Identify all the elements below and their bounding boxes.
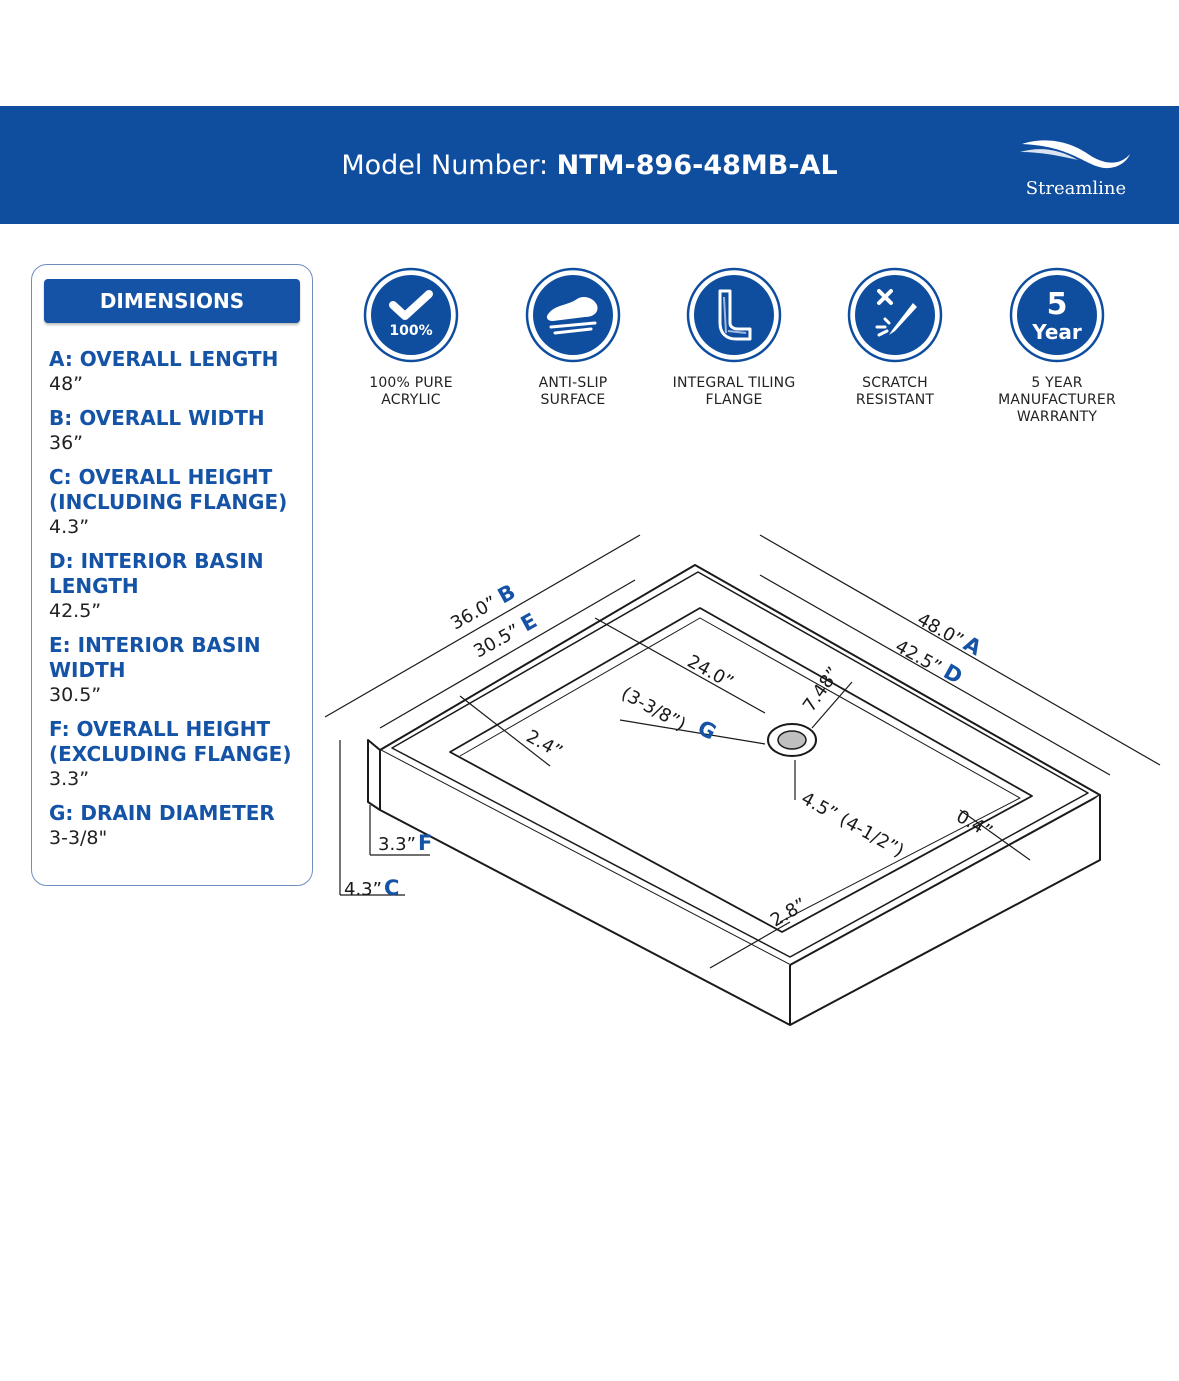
dim-line-g [619, 719, 766, 745]
dimension-item: D: INTERIOR BASIN LENGTH 42.5” [49, 549, 309, 624]
dim-line-b [324, 534, 641, 718]
interior-basin-inner [459, 617, 1021, 923]
dimension-item: B: OVERALL WIDTH 36” [49, 406, 309, 456]
feature-label: INTEGRAL TILING FLANGE [672, 375, 796, 408]
dimensions-list: A: OVERALL LENGTH 48” B: OVERALL WIDTH 3… [49, 347, 309, 860]
tiling-flange-icon [686, 267, 782, 363]
dim-line-24 [594, 617, 766, 714]
brand-logo: Streamline [1016, 132, 1136, 212]
model-number: Model Number: NTM-896-48MB-AL [0, 150, 1179, 181]
dimension-label: A: OVERALL LENGTH [49, 347, 279, 371]
feature-anti-slip: ANTI-SLIP SURFACE [488, 267, 658, 409]
brand-name: Streamline [1025, 178, 1127, 199]
warranty-number: 5 [1047, 287, 1068, 322]
dimension-value: 48” [49, 373, 84, 395]
dimension-value: 30.5” [49, 684, 102, 706]
dimension-value: 3-3/8" [49, 827, 108, 849]
feature-label: SCRATCH RESISTANT [855, 375, 935, 408]
dimension-item: E: INTERIOR BASIN WIDTH 30.5” [49, 633, 309, 708]
tray-outline [367, 564, 1101, 1026]
dimension-item: G: DRAIN DIAMETER 3-3/8" [49, 801, 309, 851]
feature-pure-acrylic: 100% 100% PURE ACRYLIC [326, 267, 496, 409]
wave-logo-icon [1020, 140, 1130, 169]
checkmark-icon: 100% [363, 267, 459, 363]
dim-line-e [379, 579, 636, 729]
dimension-label: C: OVERALL HEIGHT (INCLUDING FLANGE) [49, 465, 288, 514]
dimension-label: F: OVERALL HEIGHT (EXCLUDING FLANGE) [49, 717, 292, 766]
dimension-lines [324, 534, 1161, 969]
scratch-resistant-icon [847, 267, 943, 363]
feature-scratch-resistant: SCRATCH RESISTANT [810, 267, 980, 409]
header-banner: Model Number: NTM-896-48MB-AL Streamline [0, 106, 1179, 224]
dimension-label: B: OVERALL WIDTH [49, 406, 265, 430]
dimension-label: E: INTERIOR BASIN WIDTH [49, 633, 261, 682]
dim-label-c-value: 4.3” [344, 879, 382, 900]
dim-line-d [759, 574, 1111, 776]
warranty-badge-icon: 5 Year [1009, 267, 1105, 363]
dim-label-f-letter: F [418, 831, 432, 855]
dim-line-a [759, 534, 1161, 766]
model-number-value: NTM-896-48MB-AL [556, 150, 838, 181]
dimension-value: 42.5” [49, 600, 102, 622]
dimension-item: A: OVERALL LENGTH 48” [49, 347, 309, 397]
dim-label-b-letter: B [494, 580, 520, 609]
dim-line-748 [811, 681, 853, 729]
dim-label-e-letter: E [517, 608, 541, 636]
dimension-value: 4.3” [49, 516, 90, 538]
dimension-label: G: DRAIN DIAMETER [49, 801, 275, 825]
drain [767, 723, 817, 757]
feature-label: 100% PURE ACRYLIC [369, 375, 453, 408]
anti-slip-shoe-icon [525, 267, 621, 363]
dim-line-24b [459, 695, 551, 767]
dimension-label: D: INTERIOR BASIN LENGTH [49, 549, 264, 598]
dimension-value: 3.3” [49, 768, 90, 790]
dim-label-b-value: 36.0” [447, 592, 500, 634]
dim-label-c-letter: C [384, 876, 399, 900]
feature-label: ANTI-SLIP SURFACE [538, 375, 608, 408]
dimension-value: 36” [49, 432, 84, 454]
dim-label-e-value: 30.5” [470, 620, 523, 662]
warranty-word: Year [1031, 320, 1082, 344]
dimension-item: F: OVERALL HEIGHT (EXCLUDING FLANGE) 3.3… [49, 717, 309, 792]
shower-base-diagram: 36.0” B 30.5” E 48.0” A 42.5” D 24.0” 7.… [324, 534, 1161, 1026]
feature-label: 5 YEAR MANUFACTURER WARRANTY [998, 375, 1116, 425]
dim-label-d-letter: D [940, 659, 967, 688]
dimensions-title: DIMENSIONS [44, 279, 300, 323]
tray-front-face [379, 750, 791, 1026]
model-number-label: Model Number: [341, 150, 557, 181]
feature-tiling-flange: INTEGRAL TILING FLANGE [649, 267, 819, 409]
dimensions-panel: DIMENSIONS A: OVERALL LENGTH 48” B: OVER… [31, 264, 313, 886]
interior-basin [449, 607, 1033, 933]
dim-label-a-value: 48.0” [914, 609, 967, 651]
tiling-flange-edge [367, 739, 381, 811]
dimension-item: C: OVERALL HEIGHT (INCLUDING FLANGE) 4.3… [49, 465, 309, 540]
dim-label-f-value: 3.3” [378, 834, 416, 855]
dim-label-d-value: 42.5” [892, 636, 945, 678]
tray-side-face [789, 795, 1101, 1026]
purity-badge-text: 100% [389, 323, 432, 339]
dim-line-28 [709, 921, 791, 969]
feature-warranty: 5 Year 5 YEAR MANUFACTURER WARRANTY [972, 267, 1142, 426]
tray-rim [391, 571, 1089, 958]
dim-line-04 [959, 809, 1031, 861]
